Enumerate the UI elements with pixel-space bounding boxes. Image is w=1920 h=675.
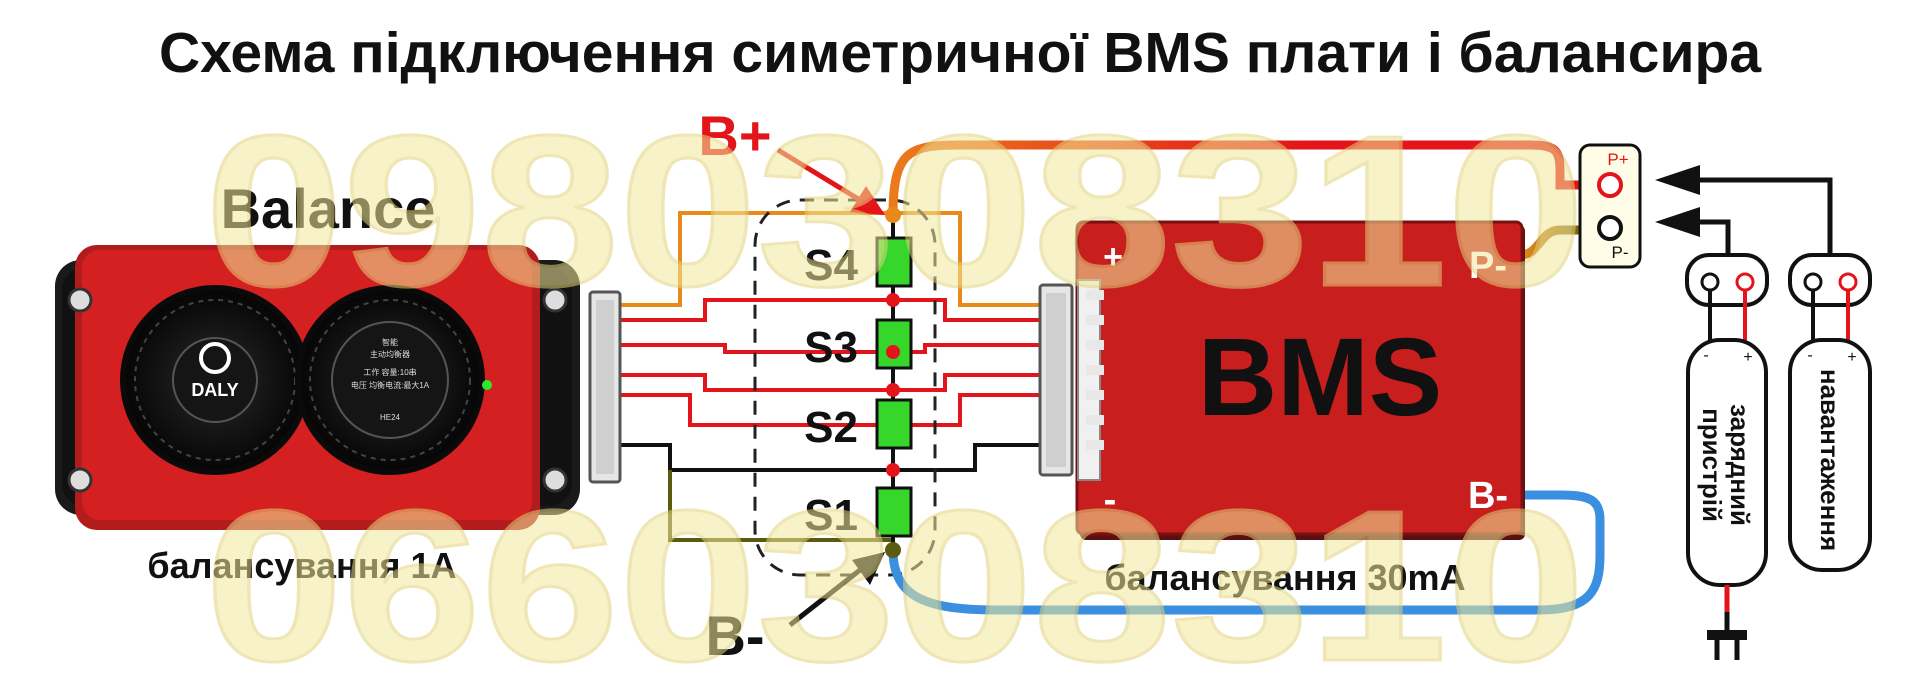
charger-label-line1: зарядний [1725,404,1755,526]
cell-label-s1: S1 [804,491,858,540]
b-plus-label: B+ [698,104,771,167]
fan-text-3: 工作 容量:10串 [363,367,416,377]
brand-logo: DALY [191,380,238,400]
b-plus-arrow-icon [850,186,885,215]
bms-minus-label: - [1104,479,1117,521]
cell-group-box [753,198,937,577]
balancer-label: Balance [221,177,436,240]
cell-s3 [875,318,913,370]
fan-text-4: 电压 均衡电流:最大1A [351,380,430,390]
charger-device [1685,253,1769,660]
load-label: навантаження [1815,369,1845,551]
model-number: HE24 [380,413,401,422]
p-minus-terminal [1597,215,1623,241]
cell-s1 [875,486,913,538]
cell-s4 [875,236,913,288]
main-wires [888,140,1605,615]
cell-label-s2: S2 [804,403,858,452]
charger-minus: - [1703,347,1708,364]
p-plus-label: P+ [1607,150,1628,169]
battery-cells [875,207,913,558]
bms-b-minus-label: B- [1468,475,1508,517]
output-terminal [1578,143,1642,269]
bms-label: BMS [1198,316,1442,439]
p-plus-terminal [1597,172,1623,198]
bms-caption: балансування 30mA [1104,557,1465,598]
cell-label-s4: S4 [804,241,858,290]
balancer-device: DALY 智能 主动均衡器 工作 容量:10串 电压 均衡电流:最大1A HE2… [55,245,622,530]
device-wires [1720,177,1833,260]
watermark-line-1: 0980308310 [205,90,1585,331]
arrow-charger-icon [1655,207,1700,237]
balancer-caption: балансування 1А [147,545,456,586]
load-device [1788,253,1872,572]
status-led [482,380,492,390]
b-minus-label: B- [705,604,764,667]
fan-text-2: 主动均衡器 [370,349,410,359]
cell-s2 [875,398,913,450]
load-plus: + [1847,349,1856,366]
charger-label-line2: пристрій [1697,408,1727,522]
bms-p-minus-label: P- [1469,245,1507,287]
page-title: Схема підключення симетричної BMS плати … [159,21,1762,85]
b-minus-arrow-icon [852,552,885,585]
charger-plus: + [1743,349,1752,366]
p-minus-label: P- [1612,243,1629,262]
watermark: 0980308310 0660308310 [204,89,1587,675]
arrow-load-icon [1655,165,1700,195]
bms-board [1038,220,1525,540]
fan-text-1: 智能 [382,337,398,347]
cell-label-s3: S3 [804,323,858,372]
plug-icon [1707,630,1747,640]
bms-plus-label: + [1103,238,1123,276]
watermark-line-2: 0660308310 [205,465,1585,675]
load-minus: - [1807,347,1812,364]
